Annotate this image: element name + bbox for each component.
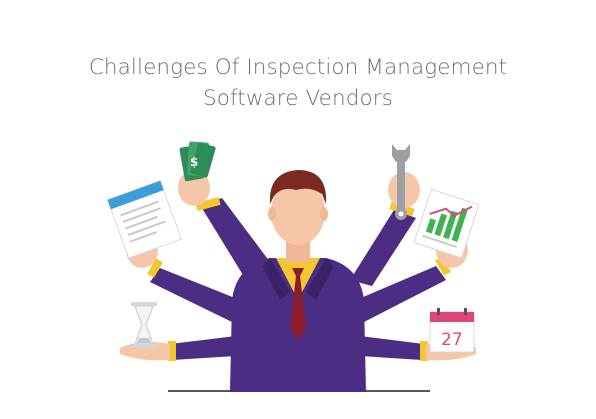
calendar-day: 27 xyxy=(441,330,463,350)
title-line-1: Challenges Of Inspection Management xyxy=(88,55,508,80)
chart-report-icon xyxy=(413,188,480,259)
money-symbol: $ xyxy=(190,155,198,169)
page-title: Challenges Of Inspection Management Soft… xyxy=(0,52,596,114)
hourglass-icon xyxy=(131,302,157,348)
arms xyxy=(147,197,451,361)
businessman-head xyxy=(268,170,328,245)
document-icon xyxy=(106,180,183,259)
wrench-icon xyxy=(392,144,410,220)
businessman-body xyxy=(230,240,366,392)
calendar-icon: 27 xyxy=(429,308,475,353)
title-line-2: Software Vendors xyxy=(203,86,393,111)
money-icon: $ xyxy=(179,141,216,182)
